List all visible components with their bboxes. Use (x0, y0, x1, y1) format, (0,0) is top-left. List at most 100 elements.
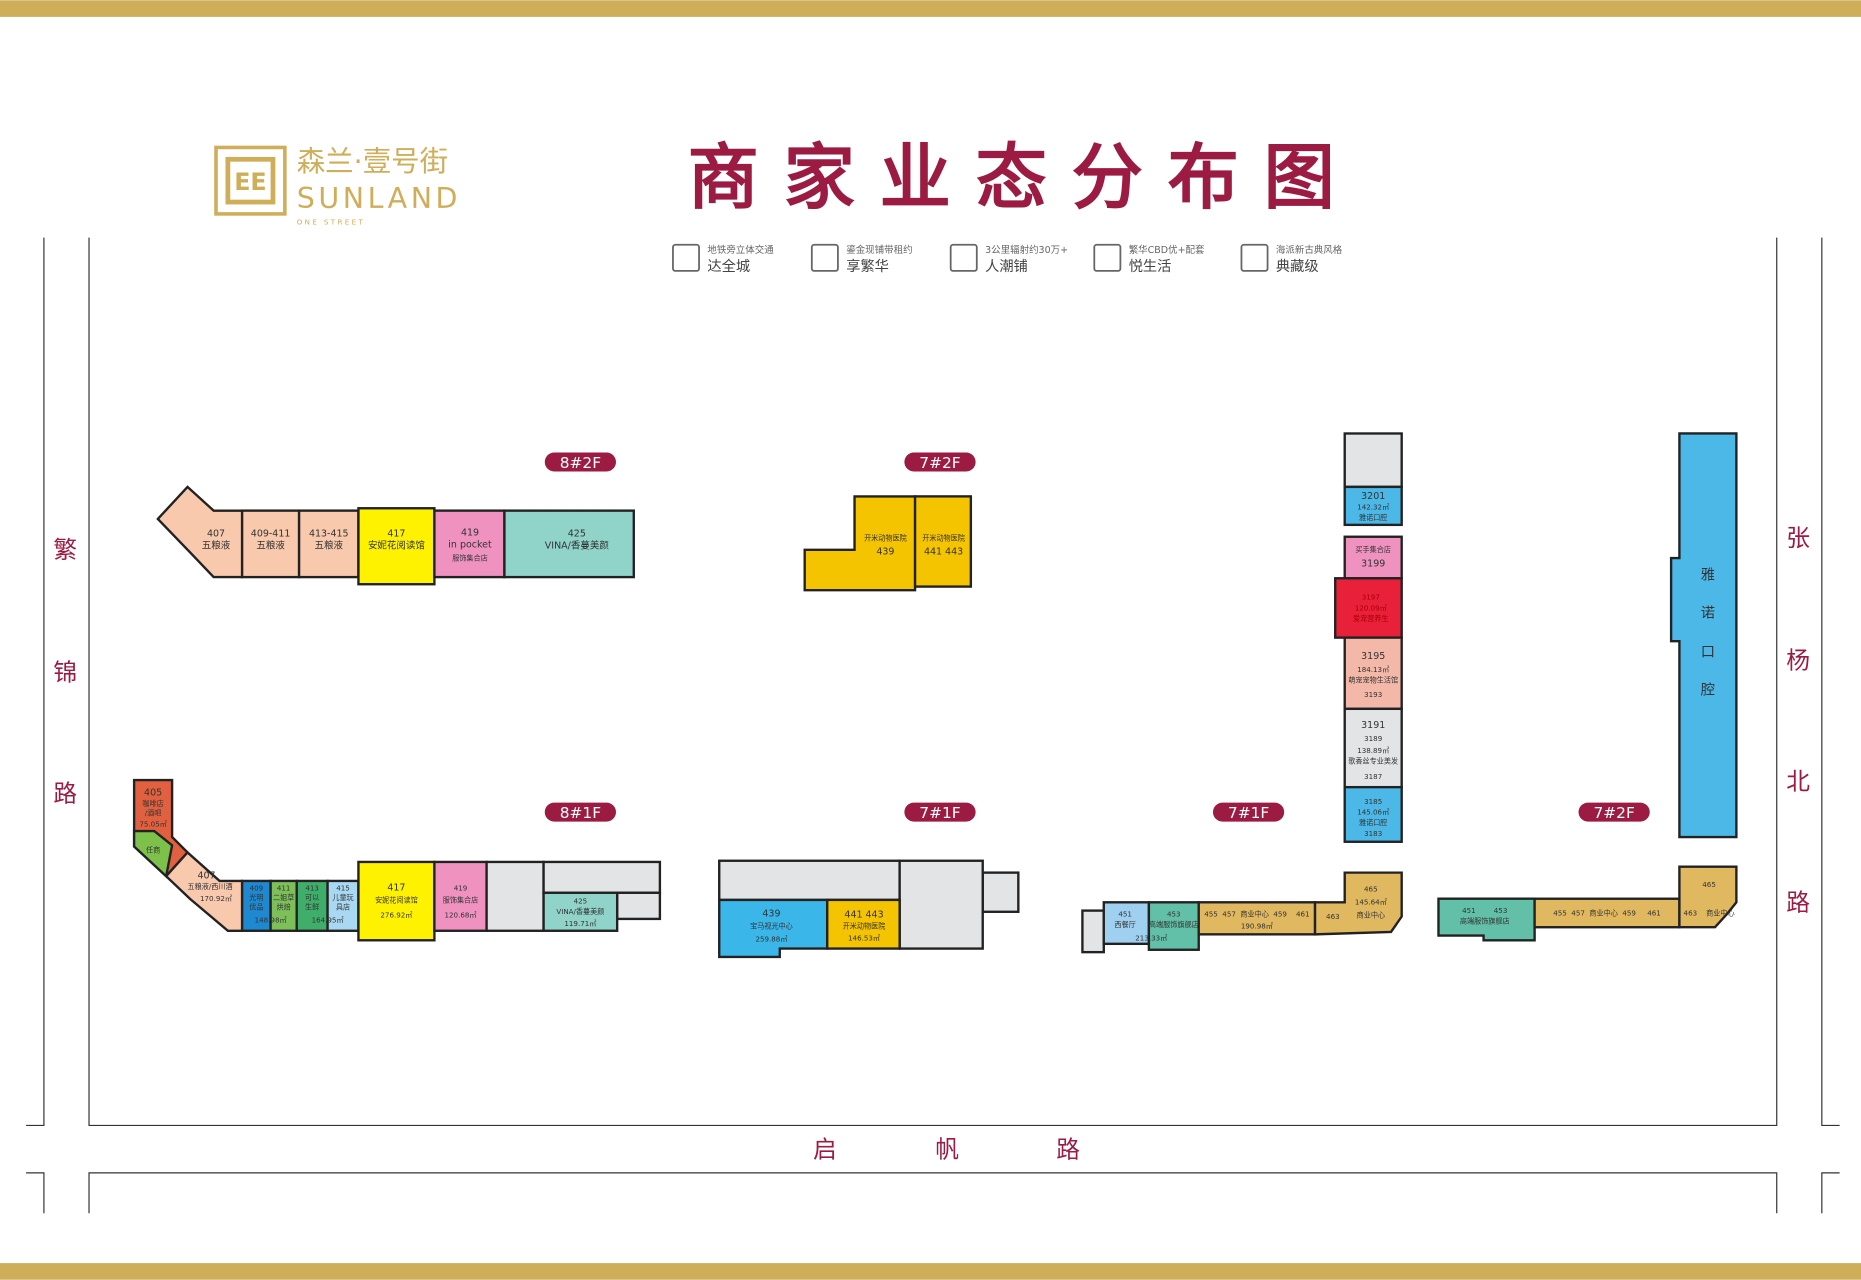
store-3185[interactable] (1343, 785, 1403, 843)
store-label: 409-411 (251, 529, 291, 540)
road-left-label: 繁 (53, 536, 77, 564)
decorative-shape (1212, 802, 1285, 822)
store-label: 276.92㎡ (380, 911, 412, 920)
store-417-1f[interactable] (357, 860, 436, 942)
snowflake-icon (1240, 243, 1269, 272)
store-label: 服饰集合店 (452, 553, 488, 562)
store-409-411[interactable] (240, 509, 301, 579)
store-3191[interactable] (1343, 707, 1403, 789)
store-label: 安妮花阅读馆 (368, 540, 425, 552)
store-label: 3185 (1364, 797, 1382, 806)
store-label: 开米动物医院 (864, 533, 907, 542)
road-right-label: 北 (1786, 768, 1810, 796)
store-label: 213.33㎡ (1135, 933, 1167, 942)
feature-big: 典藏级 (1276, 258, 1319, 275)
unit-vacant (542, 860, 662, 894)
store-label: 415 (336, 883, 350, 892)
road-right-label: 张 (1786, 524, 1810, 552)
store-407-1f[interactable] (164, 850, 244, 932)
store-453[interactable] (1147, 901, 1200, 951)
store-label: 3195 (1361, 651, 1385, 662)
store-label: 451 (1118, 910, 1132, 919)
feature-4: 海派新古典风格 典藏级 (1240, 243, 1343, 275)
store-463-465-2f[interactable] (1678, 865, 1738, 929)
unit-vacant (1343, 432, 1403, 489)
store-label: VINA/香蔓美颜 (545, 540, 610, 552)
store-label: 光明 (249, 893, 263, 902)
decorative-shape (544, 802, 616, 822)
store-yanuo-dental[interactable] (1669, 432, 1738, 839)
store-419-1f[interactable] (433, 860, 488, 932)
store-413-415[interactable] (297, 509, 360, 579)
store-label: 148.98㎡ (255, 915, 287, 924)
unit-vacant (485, 860, 545, 932)
store-425[interactable] (503, 509, 635, 579)
store-label: 441 443 (924, 547, 963, 558)
store-label: 3189 (1364, 734, 1383, 743)
floor-label-8-1f: 8#1F (544, 802, 616, 822)
store-label: 3191 (1361, 720, 1385, 731)
store-label: 425 (574, 896, 588, 905)
road-bottom-label: 启 (813, 1135, 837, 1163)
store-455-461-2f[interactable] (1533, 897, 1681, 929)
road-right-label: 路 (1786, 889, 1810, 917)
unit-vacant (718, 859, 901, 902)
feature-small: 鎏金现铺带租约 (846, 244, 912, 256)
store-463-465[interactable] (1313, 871, 1403, 936)
store-415[interactable] (326, 879, 360, 932)
feature-small: 海派新古典风格 (1276, 244, 1343, 256)
feature-big: 达全城 (707, 257, 750, 275)
store-label: 7#1F (919, 804, 960, 822)
store-407[interactable] (156, 485, 244, 579)
store-411[interactable] (269, 879, 298, 932)
store-label: 歌香丝专业美发 (1348, 756, 1398, 765)
feature-3: 繁华CBD优+配套 悦生活 (1093, 243, 1205, 275)
store-label: 259.88㎡ (755, 934, 787, 943)
store-441-443[interactable] (913, 495, 973, 588)
store-451[interactable] (1102, 901, 1151, 946)
road-left-label: 锦 (53, 658, 77, 686)
store-label: 西餐厅 (1114, 920, 1135, 929)
logo-en: SUNLAND (297, 182, 461, 215)
store-label: VINA/香蔓美颜 (556, 907, 604, 916)
store-label: 119.71㎡ (564, 919, 596, 928)
store-label: 439 (876, 547, 894, 558)
unit-vacant (898, 859, 984, 950)
star-badge-icon (1093, 243, 1122, 272)
store-label: 439 (762, 909, 780, 920)
store-425-1f[interactable] (542, 891, 619, 932)
store-3199[interactable] (1343, 535, 1403, 580)
store-label: 425 (568, 529, 586, 540)
store-label: 雅 (1701, 566, 1715, 583)
store-label: 安妮花阅读馆 (375, 895, 418, 904)
store-label: 儿童玩 (332, 893, 353, 902)
store-label: 453 (1167, 910, 1181, 919)
floor-label-7-2f: 7#2F (904, 452, 976, 472)
store-409[interactable] (240, 879, 272, 932)
feature-1: 鎏金现铺带租约 享繁华 (810, 243, 913, 275)
train-icon (672, 243, 700, 272)
store-label: 3183 (1364, 829, 1382, 838)
store-ren-shang[interactable] (132, 829, 174, 879)
feature-big: 悦生活 (1129, 258, 1172, 275)
store-3201[interactable] (1343, 485, 1403, 527)
store-label: 451 453 (1462, 906, 1507, 915)
store-label: 五粮液 (202, 540, 231, 552)
logo: EE 森兰·壹号街 SUNLAND ONE STREET (214, 145, 461, 227)
store-439[interactable] (803, 495, 917, 592)
decorative-shape (1578, 802, 1650, 822)
store-441-443-1f[interactable] (826, 898, 901, 950)
store-label: 服饰集合店 (443, 895, 479, 904)
store-label: 417 (387, 529, 405, 540)
store-419[interactable] (433, 509, 506, 579)
store-455-461[interactable] (1197, 901, 1317, 936)
store-label: 184.13㎡ (1357, 665, 1389, 674)
store-label: 咖啡店 (142, 799, 163, 808)
store-label: 口 (1701, 645, 1715, 661)
store-3197[interactable] (1334, 577, 1403, 639)
store-label: 开米动物医院 (922, 533, 965, 542)
store-label: 3201 (1361, 491, 1385, 502)
store-label: 优品 (249, 902, 263, 911)
